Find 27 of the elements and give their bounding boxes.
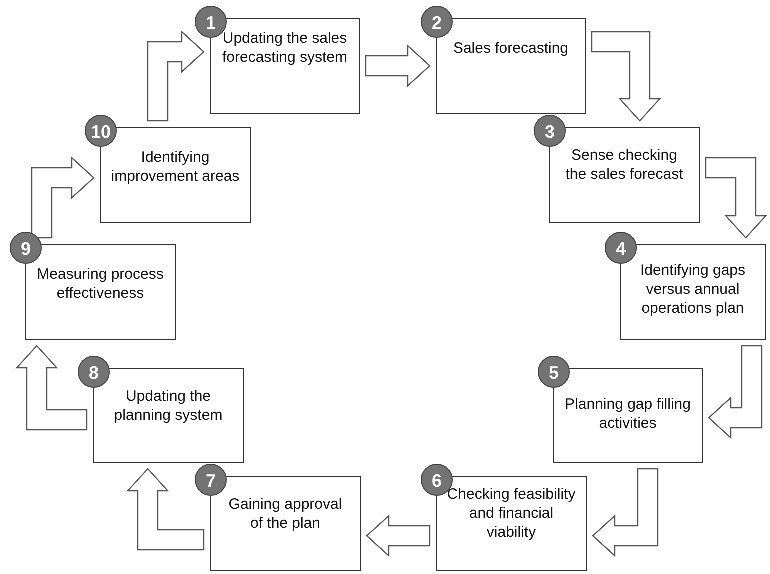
step-label: Updating the planning system bbox=[113, 387, 224, 425]
step-number: 4 bbox=[605, 232, 637, 264]
step-number: 1 bbox=[195, 6, 227, 38]
block-arrow bbox=[366, 514, 431, 558]
block-arrow bbox=[126, 468, 205, 551]
step-label: Planning gap filling activities bbox=[564, 395, 692, 433]
block-arrow bbox=[591, 31, 662, 122]
step-label: Sales forecasting bbox=[453, 39, 569, 58]
step-number: 2 bbox=[421, 6, 453, 38]
block-arrow bbox=[592, 468, 659, 558]
step-number: 8 bbox=[78, 356, 110, 388]
step-label: Measuring process effectiveness bbox=[36, 265, 165, 303]
step-number: 10 bbox=[85, 115, 117, 147]
step-label: Gaining approval of the plan bbox=[228, 495, 344, 533]
step-number: 5 bbox=[538, 356, 570, 388]
step-label: Identifying gaps versus annual operations plan bbox=[639, 261, 747, 318]
step-number: 7 bbox=[195, 464, 227, 496]
block-arrow bbox=[147, 30, 205, 122]
block-arrow bbox=[365, 44, 431, 88]
step-label: Sense checking the sales forecast bbox=[564, 146, 684, 184]
block-arrow bbox=[705, 157, 768, 239]
step-number: 3 bbox=[534, 115, 566, 147]
block-arrow bbox=[31, 156, 95, 239]
block-arrow bbox=[16, 345, 88, 431]
step-label: Identifying improvement areas bbox=[111, 148, 240, 186]
block-arrow bbox=[708, 345, 763, 440]
step-number: 9 bbox=[10, 232, 42, 264]
